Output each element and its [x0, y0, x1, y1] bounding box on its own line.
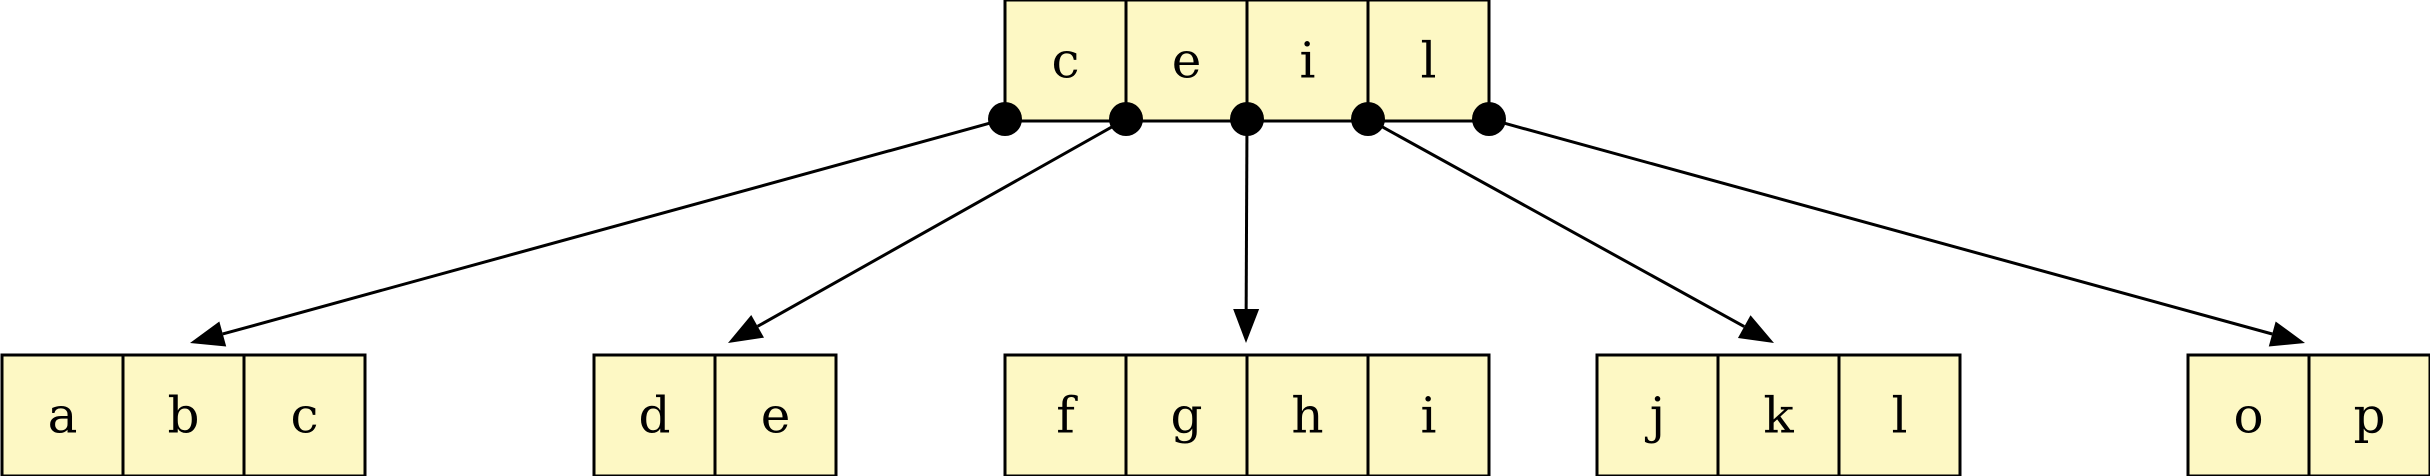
root-node-cell-3: [1366, 0, 1491, 123]
child-node-1-key-1: e: [761, 387, 791, 445]
edge-line-2: [1244, 134, 1249, 310]
child-node-4-cell-0: [2186, 353, 2311, 476]
arrowhead-0: [190, 321, 227, 347]
child-node-1-key-0: d: [638, 387, 670, 445]
root-node-key-0: c: [1051, 32, 1079, 90]
child-node-3: j k l: [1595, 353, 1962, 476]
child-node-2-key-0: f: [1056, 387, 1078, 445]
arrowhead-2: [1233, 308, 1260, 343]
child-node-1-cell-1: [713, 353, 838, 476]
root-node-key-1: e: [1172, 32, 1202, 90]
child-node-3-cell-2: [1837, 353, 1962, 476]
edge-line-0: [222, 121, 990, 336]
pointer-dots: [988, 102, 1506, 136]
arrowhead-3: [1737, 315, 1774, 343]
child-node-2-key-1: g: [1170, 387, 1202, 445]
child-node-2-cell-3: [1366, 353, 1491, 476]
arrowhead-4: [2268, 321, 2305, 347]
child-node-2-key-3: i: [1421, 387, 1437, 445]
pointer-edges: [190, 121, 2305, 347]
child-node-4-cell-1: [2307, 353, 2430, 476]
child-node-3-cell-1: [1716, 353, 1841, 476]
pointer-dot-0: [988, 102, 1022, 136]
root-node-key-2: i: [1300, 32, 1316, 90]
child-node-4-key-0: o: [2233, 387, 2263, 445]
pointer-dot-3: [1351, 102, 1385, 136]
child-node-3-key-1: k: [1763, 387, 1794, 445]
child-node-3-key-0: j: [1645, 387, 1666, 445]
child-node-3-key-2: l: [1892, 387, 1908, 445]
child-node-2-key-2: h: [1291, 387, 1323, 445]
child-node-0: a b c: [0, 353, 367, 476]
edge-line-3: [1381, 125, 1745, 328]
child-node-0-cell-2: [242, 353, 367, 476]
root-node-key-3: l: [1421, 32, 1437, 90]
child-node-3-cell-0: [1595, 353, 1720, 476]
child-node-0-key-0: a: [48, 387, 78, 445]
edge-line-1: [756, 125, 1113, 328]
root-node-cell-0: [1003, 0, 1128, 123]
child-node-0-cell-1: [121, 353, 246, 476]
edge-line-4: [1504, 121, 2273, 336]
pointer-dot-2: [1230, 102, 1264, 136]
child-node-0-key-2: c: [290, 387, 318, 445]
child-node-2-cell-0: [1003, 353, 1128, 476]
pointer-dot-4: [1472, 102, 1506, 136]
child-node-2: f g h i: [1003, 353, 1491, 476]
child-node-2-cell-1: [1124, 353, 1249, 476]
arrowhead-1: [728, 314, 765, 343]
pointer-dot-1: [1109, 102, 1143, 136]
child-node-4-key-1: p: [2353, 387, 2385, 445]
child-node-0-key-1: b: [167, 387, 199, 445]
child-node-2-cell-2: [1245, 353, 1370, 476]
root-node-cell-1: [1124, 0, 1249, 123]
